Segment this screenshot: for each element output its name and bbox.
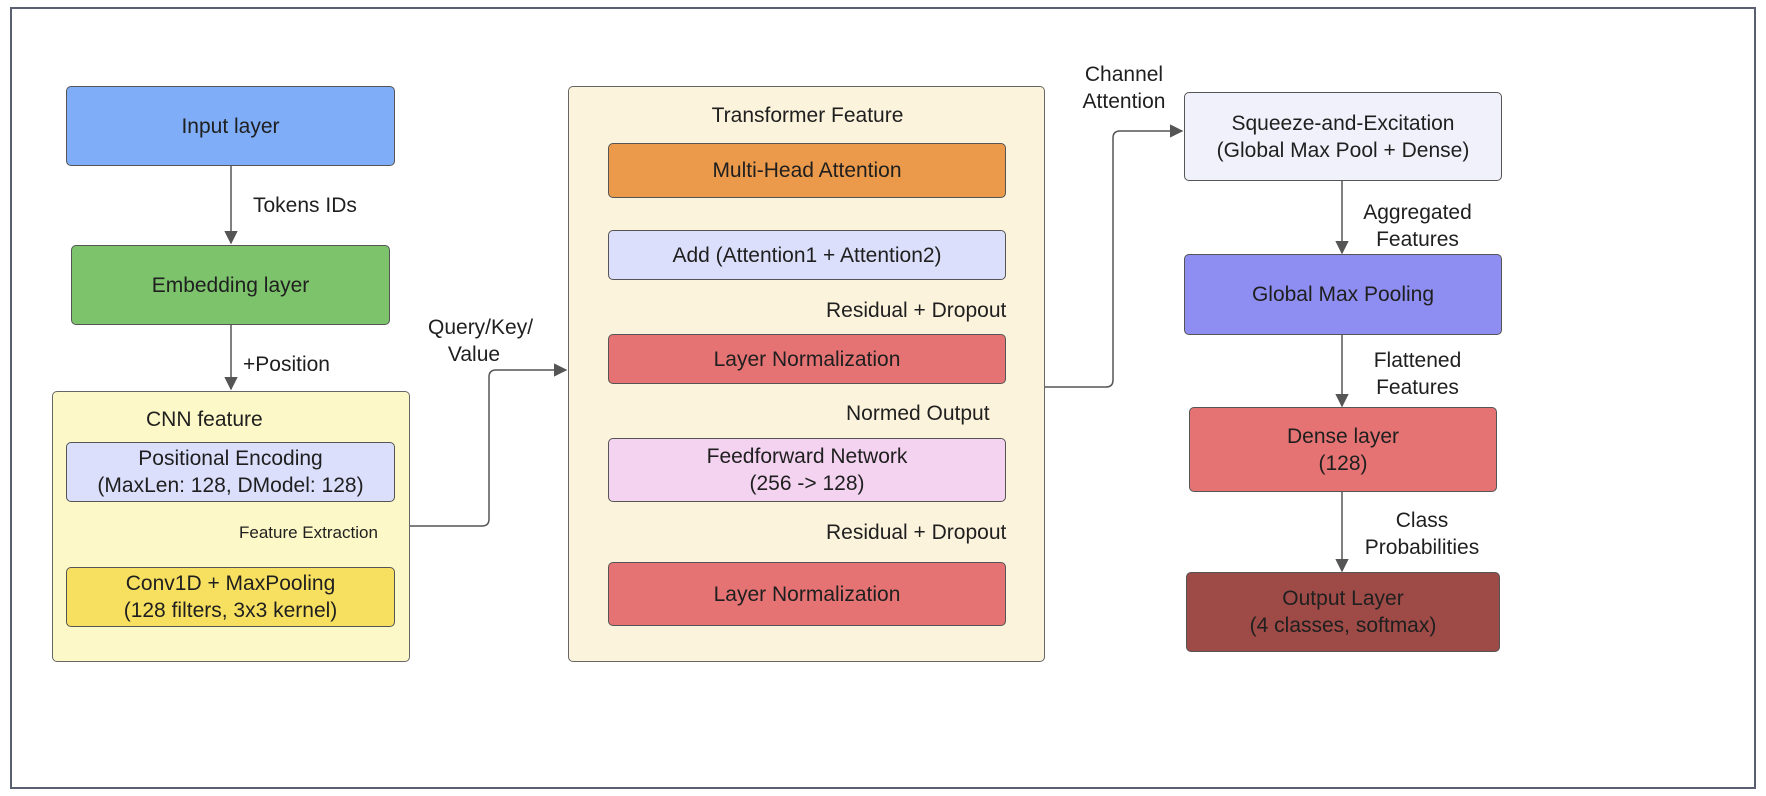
flattened-line1: Flattened: [1373, 349, 1462, 372]
qkv-line1: Query/Key/: [428, 316, 534, 339]
conv1d-maxpooling-params: (128 filters, 3x3 kernel): [123, 599, 338, 622]
feedforward-network-node: Feedforward Network (256 -> 128): [608, 438, 1006, 502]
layer-normalization-1-node: Layer Normalization: [608, 334, 1006, 384]
edge-label-residual-dropout-2: Residual + Dropout: [826, 521, 1007, 544]
conv1d-maxpooling-node: Conv1D + MaxPooling (128 filters, 3x3 ke…: [66, 567, 395, 627]
layer-normalization-2-node: Layer Normalization: [608, 562, 1006, 626]
cnn-feature-title: CNN feature: [146, 408, 263, 431]
layer-normalization-2-label: Layer Normalization: [713, 582, 901, 606]
add-attention-label: Add (Attention1 + Attention2): [672, 243, 942, 267]
channel-line2: Attention: [1082, 90, 1166, 113]
class-line2: Probabilities: [1364, 536, 1480, 559]
feedforward-network-title: Feedforward Network: [706, 445, 908, 468]
output-layer-title: Output Layer: [1282, 587, 1404, 610]
edge-cnn-transformer: [410, 363, 568, 527]
positional-encoding-title: Positional Encoding: [138, 447, 323, 470]
edge-label-channel-attention: Channel Attention: [1073, 61, 1175, 115]
global-max-pooling-label: Global Max Pooling: [1251, 283, 1435, 306]
squeeze-excitation-node: Squeeze-and-Excitation (Global Max Pool …: [1184, 92, 1502, 181]
squeeze-excitation-title: Squeeze-and-Excitation: [1231, 111, 1455, 135]
edge-label-query-key-value: Query/Key/ Value: [428, 314, 534, 368]
multi-head-attention-label: Multi-Head Attention: [712, 159, 902, 182]
layer-normalization-1-label: Layer Normalization: [713, 347, 901, 371]
edge-label-tokens-ids: Tokens IDs: [253, 194, 357, 217]
transformer-feature-title: Transformer Feature: [711, 104, 904, 127]
positional-encoding-node: Positional Encoding (MaxLen: 128, DModel…: [66, 442, 395, 502]
feedforward-network-params: (256 -> 128): [749, 472, 865, 495]
output-layer-node: Output Layer (4 classes, softmax): [1186, 572, 1500, 652]
dense-layer-units: (128): [1318, 451, 1368, 475]
channel-line1: Channel: [1084, 63, 1164, 86]
edge-label-class-probabilities: Class Probabilities: [1357, 507, 1487, 561]
edge-label-aggregated-features: Aggregated Features: [1350, 199, 1485, 253]
aggregated-line2: Features: [1376, 228, 1459, 251]
class-line1: Class: [1395, 509, 1449, 532]
embedding-layer-label: Embedding layer: [151, 273, 310, 297]
embedding-layer-node: Embedding layer: [71, 245, 390, 325]
qkv-line2: Value: [447, 343, 501, 366]
output-layer-params: (4 classes, softmax): [1249, 614, 1437, 637]
multi-head-attention-node: Multi-Head Attention: [608, 143, 1006, 198]
edge-label-normed-output: Normed Output: [846, 402, 990, 425]
dense-layer-node: Dense layer (128): [1189, 407, 1497, 492]
conv1d-maxpooling-title: Conv1D + MaxPooling: [125, 572, 336, 595]
edge-label-residual-dropout-1: Residual + Dropout: [826, 299, 1007, 322]
dense-layer-title: Dense layer: [1286, 424, 1400, 448]
global-max-pooling-node: Global Max Pooling: [1184, 254, 1502, 335]
edge-label-flattened-features: Flattened Features: [1360, 347, 1475, 401]
flattened-line2: Features: [1376, 376, 1459, 399]
edge-transformer-se: [1045, 124, 1184, 388]
add-attention-node: Add (Attention1 + Attention2): [608, 230, 1006, 280]
input-layer-label: Input layer: [181, 114, 280, 138]
input-layer-node: Input layer: [66, 86, 395, 166]
edge-label-position: +Position: [243, 353, 330, 376]
edge-label-feature-extraction: Feature Extraction: [239, 523, 378, 542]
squeeze-excitation-params: (Global Max Pool + Dense): [1216, 138, 1470, 162]
positional-encoding-params: (MaxLen: 128, DModel: 128): [97, 474, 364, 497]
aggregated-line1: Aggregated: [1363, 201, 1472, 224]
